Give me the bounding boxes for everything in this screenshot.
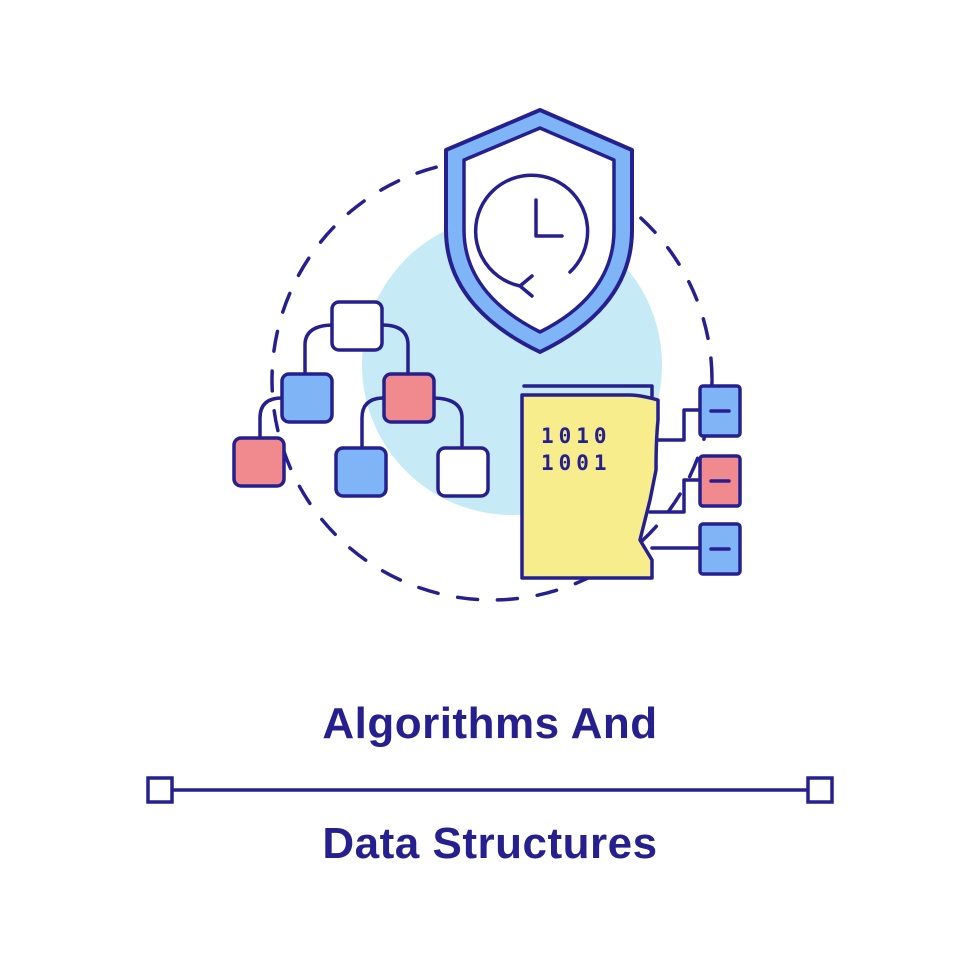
- title-line-2: Data Structures: [322, 819, 658, 868]
- tree-node-left: [280, 372, 334, 424]
- binary-row-1: 1010: [541, 424, 612, 448]
- tree-node-right-left: [334, 446, 388, 498]
- tree-structure-icon: [232, 300, 490, 498]
- divider-end-left: [146, 776, 174, 804]
- tree-node-root: [330, 300, 384, 352]
- tree-node-right-right: [436, 446, 490, 498]
- title-line-1: Algorithms And: [322, 699, 658, 748]
- title-divider: [146, 776, 834, 804]
- divider-end-right: [806, 776, 834, 804]
- binary-file-icon: [520, 384, 742, 580]
- dashed-ring: [270, 158, 714, 602]
- binary-row-2: 1001: [541, 451, 612, 475]
- tree-node-right: [382, 372, 436, 424]
- shield-clock-icon: [444, 108, 634, 354]
- tree-node-left-left: [232, 436, 286, 488]
